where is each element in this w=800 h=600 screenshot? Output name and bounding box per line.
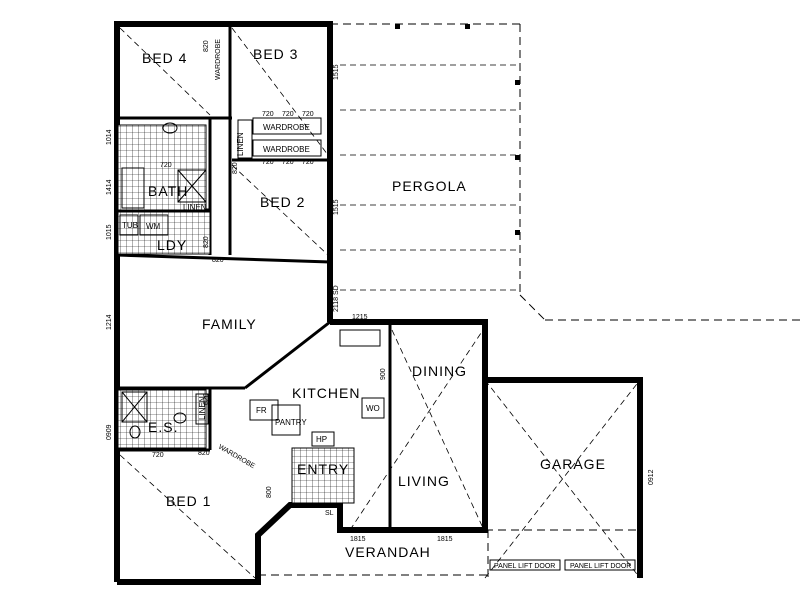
room-label-dining: DINING	[412, 363, 467, 379]
dim-720-h: 720	[152, 452, 164, 459]
dim-1815-b: 1815	[437, 536, 453, 543]
room-label-verandah: VERANDAH	[345, 544, 431, 560]
dim-1414: 1414	[106, 179, 113, 195]
dim-800: 800	[266, 486, 273, 498]
verandah-outline	[258, 530, 489, 578]
ensuite-tiles	[117, 389, 207, 449]
linen-label-3: LINEN	[198, 396, 207, 420]
room-label-bath: BATH	[148, 183, 188, 199]
exterior-walls	[114, 21, 488, 585]
wardrobe-label-2: WARDROBE	[263, 145, 310, 154]
linen-label-1: LINEN	[236, 132, 245, 156]
room-label-bed3: BED 3	[253, 46, 298, 62]
dim-720-d: 720	[262, 159, 274, 166]
dim-1014: 1014	[106, 129, 113, 145]
wo-label: WO	[366, 404, 380, 413]
dim-820-d: 820	[198, 450, 210, 457]
dim-0912: 0912	[648, 469, 655, 485]
dim-1015: 1015	[106, 224, 113, 240]
hp-label: HP	[316, 435, 327, 444]
garage-outline	[484, 377, 643, 579]
room-label-es: E.S.	[148, 419, 178, 435]
dim-720-f: 720	[302, 159, 314, 166]
dim-620: 620	[203, 393, 210, 405]
room-label-bed4: BED 4	[142, 50, 187, 66]
ceiling-lines	[119, 27, 484, 579]
pantry-label: PANTRY	[275, 418, 307, 427]
dim-820-b: 820	[232, 162, 239, 174]
interior-walls	[116, 24, 392, 530]
wardrobe-label-3: WARDROBE	[217, 444, 256, 471]
panel-lift-door-label-1: PANEL LIFT DOOR	[494, 563, 555, 570]
tub-label: TUB	[122, 221, 138, 230]
dim-720-b: 720	[282, 111, 294, 118]
dim-1215: 1215	[352, 314, 368, 321]
linen-label-2: LINEN	[183, 203, 207, 212]
dim-820-e: 820	[212, 257, 224, 264]
room-label-entry: ENTRY	[297, 461, 349, 477]
dim-1515-b: 1515	[333, 199, 340, 215]
dim-720-e: 720	[282, 159, 294, 166]
dim-720-g: 720	[160, 162, 172, 169]
wardrobe-label-4: WARDROBE	[215, 39, 222, 80]
dim-820-a: 820	[203, 40, 210, 52]
wardrobe-label-1: WARDROBE	[263, 123, 310, 132]
entry-tiles	[291, 447, 355, 504]
dim-720-c: 720	[302, 111, 314, 118]
room-label-bed1: BED 1	[166, 493, 211, 509]
room-label-living: LIVING	[398, 473, 450, 489]
sl-label: SL	[325, 510, 334, 517]
dim-2118sd: 2118 SD	[333, 285, 340, 312]
dim-0909: 0909	[106, 424, 113, 440]
room-label-ldy: LDY	[157, 237, 187, 253]
room-label-pergola: PERGOLA	[392, 178, 467, 194]
room-label-garage: GARAGE	[540, 456, 606, 472]
room-label-family: FAMILY	[202, 316, 257, 332]
fr-label: FR	[256, 406, 267, 415]
dim-1515-a: 1515	[333, 64, 340, 80]
dim-1815-a: 1815	[350, 536, 366, 543]
room-label-bed2: BED 2	[260, 194, 305, 210]
room-label-kitchen: KITCHEN	[292, 385, 360, 401]
dim-900: 900	[380, 368, 387, 380]
panel-lift-door-label-2: PANEL LIFT DOOR	[570, 563, 631, 570]
dim-820-c: 820	[203, 236, 210, 248]
pergola-area	[330, 23, 800, 321]
fixtures	[119, 117, 385, 447]
wm-label: WM	[146, 222, 161, 231]
dim-1214: 1214	[106, 314, 113, 330]
laundry-tiles	[117, 211, 211, 255]
dim-720-a: 720	[262, 111, 274, 118]
